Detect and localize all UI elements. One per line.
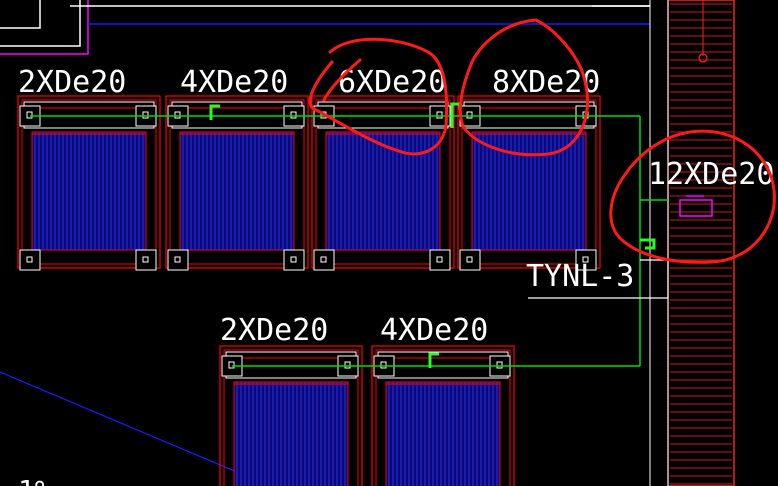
building-outline — [0, 0, 650, 55]
label-top-3: 6XDe20 — [338, 65, 446, 100]
guide-line — [0, 371, 271, 486]
collector-panel — [165, 95, 309, 271]
label-bottom-2: 4XDe20 — [380, 313, 488, 348]
collector-panel — [219, 345, 363, 486]
collector-panel — [311, 95, 455, 271]
label-top-2: 4XDe20 — [180, 65, 288, 100]
collector-panel — [371, 345, 515, 486]
collector-panel — [17, 95, 161, 271]
tag-leader — [528, 259, 669, 299]
valve-box-icon — [679, 195, 713, 217]
label-top-1: 2XDe20 — [18, 65, 126, 100]
wall-hatch — [649, 0, 735, 486]
collector-panel — [457, 95, 601, 271]
label-corner-fragment: 1% — [18, 474, 52, 486]
label-bottom-1: 2XDe20 — [220, 313, 328, 348]
label-main-riser: 12XDe20 — [648, 157, 774, 192]
circle-marker-icon — [308, 18, 776, 264]
solar-collector-group — [17, 95, 601, 486]
label-tag: TYNL-3 — [526, 259, 634, 294]
